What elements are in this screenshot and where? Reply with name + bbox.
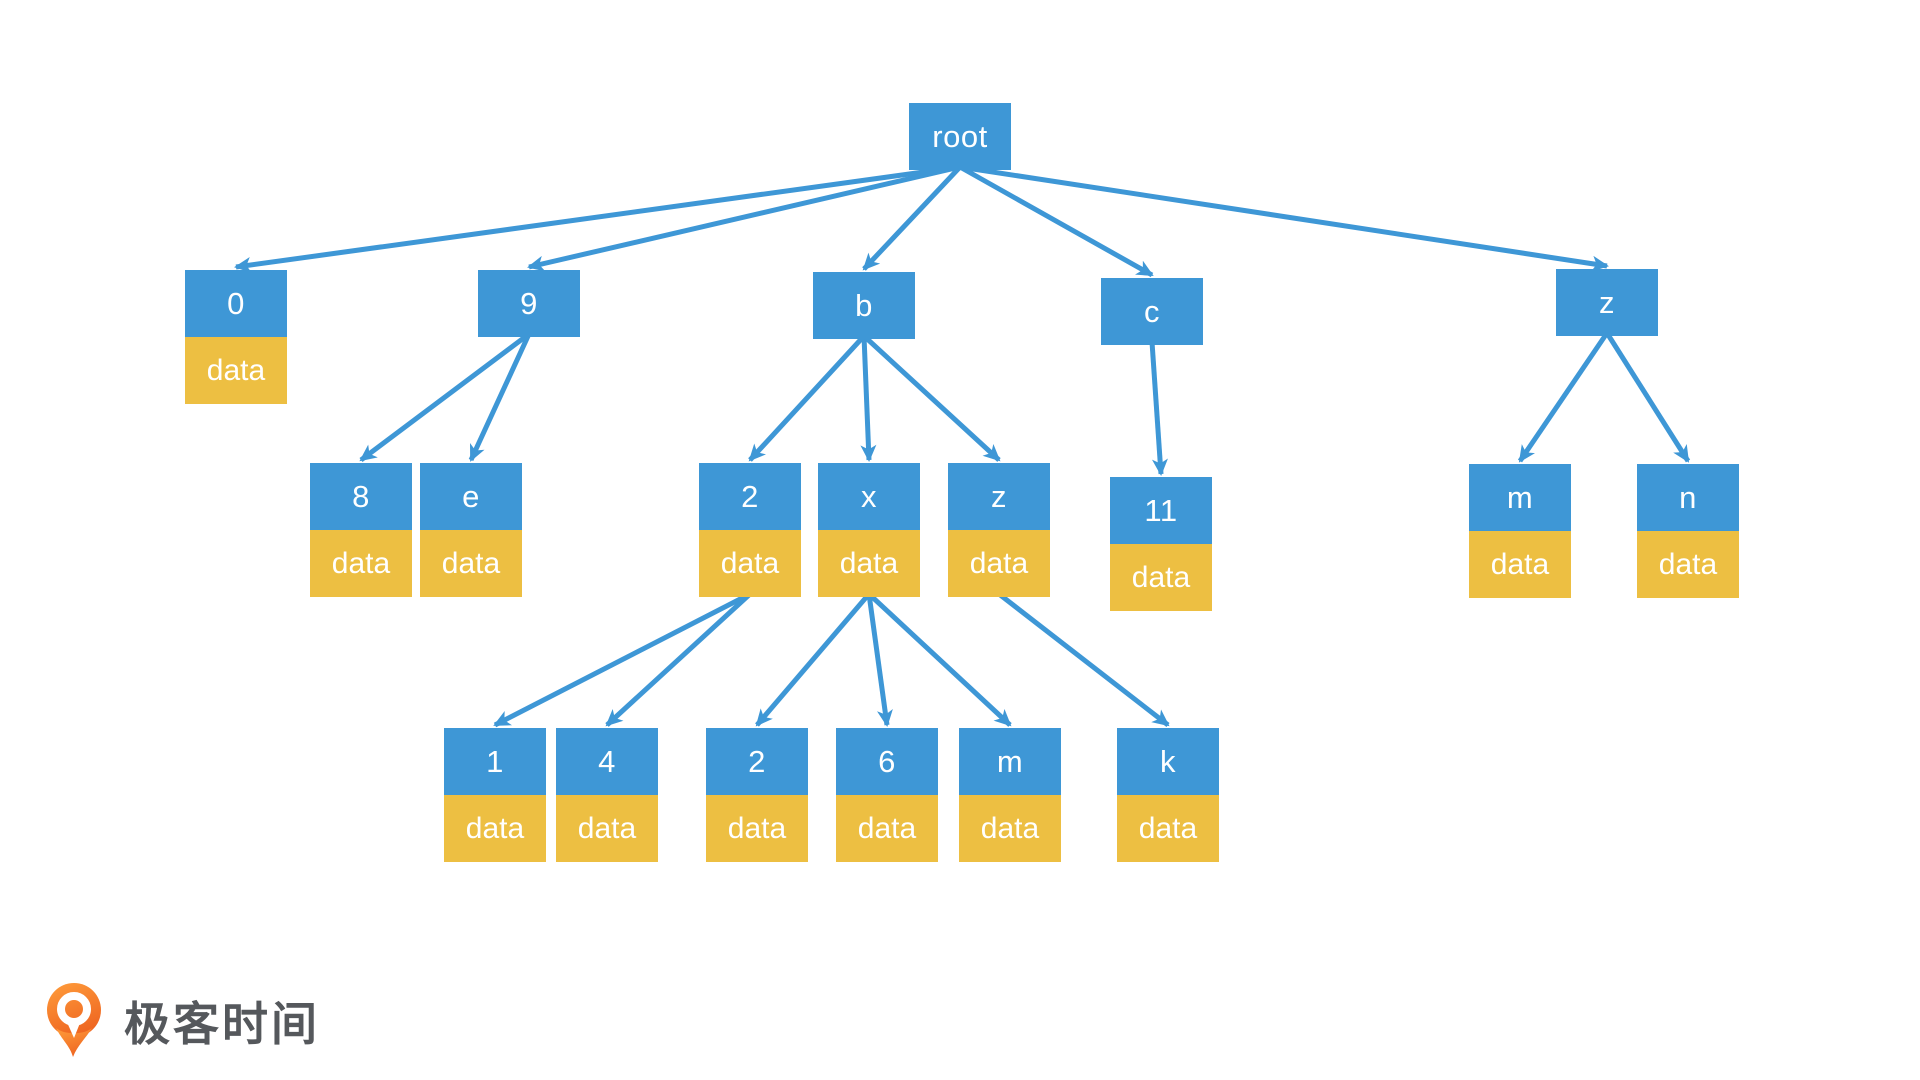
tree-node-label: 1: [444, 728, 546, 795]
tree-node-data-slot: data: [1117, 795, 1219, 862]
tree-node-data-slot: data: [1637, 531, 1739, 598]
tree-node-label: x: [818, 463, 920, 530]
tree-node-data-slot: data: [444, 795, 546, 862]
tree-node-label: 4: [556, 728, 658, 795]
tree-node-label: k: [1117, 728, 1219, 795]
tree-node-label: 2: [706, 728, 808, 795]
tree-edge-n2-n4: [605, 592, 752, 727]
tree-node-label: z: [948, 463, 1050, 530]
tree-node-data-slot: data: [699, 530, 801, 597]
tree-node-nc: c: [1101, 278, 1203, 345]
geektime-logo-icon: [47, 983, 101, 1057]
tree-node-label: 8: [310, 463, 412, 530]
tree-node-n9: 9: [478, 270, 580, 337]
tree-node-label: b: [813, 272, 915, 339]
tree-node-label: 6: [836, 728, 938, 795]
tree-node-label: 2: [699, 463, 801, 530]
tree-edge-nz2-nk: [997, 592, 1170, 727]
tree-node-label: root: [909, 103, 1011, 170]
tree-node-data-slot: data: [836, 795, 938, 862]
tree-node-data-slot: data: [948, 530, 1050, 597]
tree-edge-n9-ne: [468, 332, 532, 462]
tree-node-label: 9: [478, 270, 580, 337]
tree-node-label: 0: [185, 270, 287, 337]
tree-node-data-slot: data: [1469, 531, 1571, 598]
tree-node-label: e: [420, 463, 522, 530]
tree-node-data-slot: data: [310, 530, 412, 597]
tree-node-data-slot: data: [959, 795, 1061, 862]
tree-edge-nx-n2b: [755, 592, 871, 727]
tree-edge-nb-nx: [860, 335, 877, 462]
tree-node-data-slot: data: [420, 530, 522, 597]
tree-edge-nx-nmb: [867, 592, 1012, 727]
tree-node-data-slot: data: [556, 795, 658, 862]
geektime-logo: 极客时间: [44, 982, 320, 1060]
tree-edge-nc-n11: [1149, 341, 1168, 476]
tree-edge-root-nz: [959, 164, 1609, 272]
tree-node-nz: z: [1556, 269, 1658, 336]
tree-edge-nx-n6: [866, 593, 893, 727]
tree-node-label: m: [1469, 464, 1571, 531]
geektime-logo-text: 极客时间: [124, 998, 320, 1050]
tree-node-label: c: [1101, 278, 1203, 345]
tree-edge-nb-nz2: [862, 334, 1001, 462]
tree-node-data-slot: data: [706, 795, 808, 862]
tree-node-label: 11: [1110, 477, 1212, 544]
tree-edge-root-n0: [234, 164, 961, 273]
tree-edge-root-nb: [862, 165, 962, 271]
tree-edge-nb-n2: [748, 334, 866, 462]
tree-edge-root-n9: [527, 164, 961, 272]
tree-node-root: root: [909, 103, 1011, 170]
tree-edge-nz-nn: [1604, 331, 1691, 463]
tree-node-label: n: [1637, 464, 1739, 531]
tree-node-data-slot: data: [185, 337, 287, 404]
tree-node-label: m: [959, 728, 1061, 795]
tree-node-data-slot: data: [1110, 544, 1212, 611]
tree-edge-n2-n1: [493, 591, 752, 728]
tree-node-data-slot: data: [818, 530, 920, 597]
tree-edge-nz-nm: [1517, 331, 1610, 463]
tree-edge-n9-n8: [359, 332, 531, 462]
tree-edge-root-nc: [958, 164, 1154, 278]
tree-node-label: z: [1556, 269, 1658, 336]
tree-node-nb: b: [813, 272, 915, 339]
